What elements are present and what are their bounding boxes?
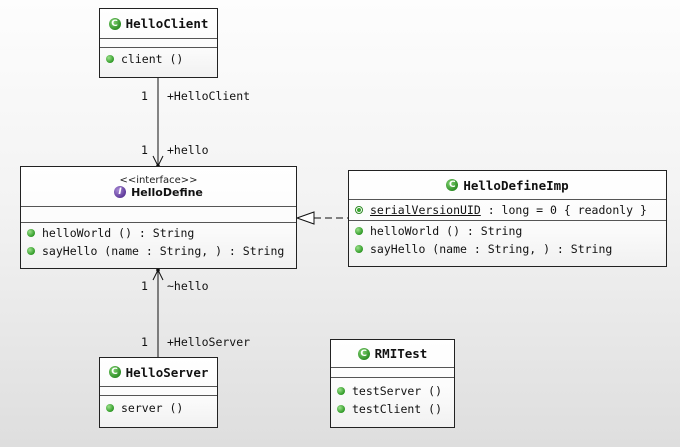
operation-text: testClient ()	[352, 402, 443, 416]
operation-row[interactable]: testClient ()	[331, 400, 454, 418]
operation-text: client ()	[121, 52, 184, 66]
operation-text: sayHello (name : String, ) : String	[370, 242, 613, 256]
interface-hello-define[interactable]: <<interface>> I HelloDefine helloWorld (…	[20, 166, 297, 269]
class-icon: C	[108, 366, 121, 378]
public-method-icon	[27, 229, 35, 237]
public-method-icon	[106, 55, 114, 63]
class-icon: C	[446, 179, 459, 191]
class-header: C RMITest	[331, 340, 454, 368]
realization-arrowhead	[295, 211, 315, 225]
role-label: ~hello	[167, 279, 209, 293]
static-field-icon	[355, 206, 363, 214]
operation-row[interactable]: sayHello (name : String, ) : String	[349, 240, 666, 258]
multiplicity-label: 1	[141, 89, 148, 103]
attributes-compartment	[100, 387, 217, 396]
public-method-icon	[106, 404, 114, 412]
multiplicity-label: 1	[141, 143, 148, 157]
operation-row[interactable]: testServer ()	[331, 382, 454, 400]
operations-compartment: helloWorld () : String sayHello (name : …	[349, 221, 666, 258]
operation-row[interactable]: server ()	[100, 399, 217, 417]
attributes-compartment	[100, 39, 217, 48]
class-name: HelloServer	[125, 364, 209, 380]
role-label: +HelloServer	[167, 335, 251, 349]
attribute-name: serialVersionUID	[370, 203, 481, 217]
class-header: C HelloServer	[100, 358, 217, 387]
operation-row[interactable]: sayHello (name : String, ) : String	[21, 242, 296, 260]
public-method-icon	[27, 247, 35, 255]
stereotype-label: <<interface>>	[119, 174, 198, 186]
class-name: HelloClient	[125, 16, 209, 31]
attribute-type: : long = 0 { readonly }	[480, 203, 647, 217]
class-rmi-test[interactable]: C RMITest testServer () testClient ()	[330, 339, 455, 428]
association-end-dot-server	[156, 268, 160, 272]
public-method-icon	[355, 245, 363, 253]
operations-compartment: client ()	[100, 48, 217, 68]
operation-row[interactable]: client ()	[100, 50, 217, 68]
interface-header: <<interface>> I HelloDefine	[21, 167, 296, 207]
operation-row[interactable]: helloWorld () : String	[21, 224, 296, 242]
public-method-icon	[337, 387, 345, 395]
multiplicity-label: 1	[141, 279, 148, 293]
operation-text: helloWorld () : String	[42, 226, 195, 240]
attributes-compartment: serialVersionUID : long = 0 { readonly }	[349, 200, 666, 221]
class-hello-client[interactable]: C HelloClient client ()	[99, 8, 218, 78]
class-hello-server[interactable]: C HelloServer server ()	[99, 357, 218, 428]
operation-row[interactable]: helloWorld () : String	[349, 222, 666, 240]
attributes-compartment	[331, 368, 454, 378]
public-method-icon	[355, 227, 363, 235]
role-label: +hello	[167, 143, 209, 157]
operations-compartment: helloWorld () : String sayHello (name : …	[21, 223, 296, 260]
multiplicity-label: 1	[141, 335, 148, 349]
operations-compartment: testServer () testClient ()	[331, 378, 454, 418]
class-header: C HelloDefineImp	[349, 171, 666, 200]
class-icon: C	[357, 347, 370, 360]
class-hello-define-imp[interactable]: C HelloDefineImp serialVersionUID : long…	[348, 170, 667, 267]
operation-text: server ()	[121, 401, 184, 415]
class-name: RMITest	[374, 346, 428, 361]
public-method-icon	[337, 405, 345, 413]
operation-text: testServer ()	[352, 384, 443, 398]
role-label: +HelloClient	[167, 89, 251, 103]
class-name: HelloDefineImp	[463, 177, 569, 193]
interface-icon: I	[114, 186, 127, 198]
class-header: C HelloClient	[100, 9, 217, 39]
interface-name: HelloDefine	[131, 185, 203, 199]
attribute-row[interactable]: serialVersionUID : long = 0 { readonly }	[349, 201, 666, 219]
operation-text: helloWorld () : String	[370, 224, 523, 238]
class-icon: C	[108, 17, 121, 30]
attributes-compartment	[21, 207, 296, 223]
operations-compartment: server ()	[100, 396, 217, 417]
operation-text: sayHello (name : String, ) : String	[42, 244, 285, 258]
